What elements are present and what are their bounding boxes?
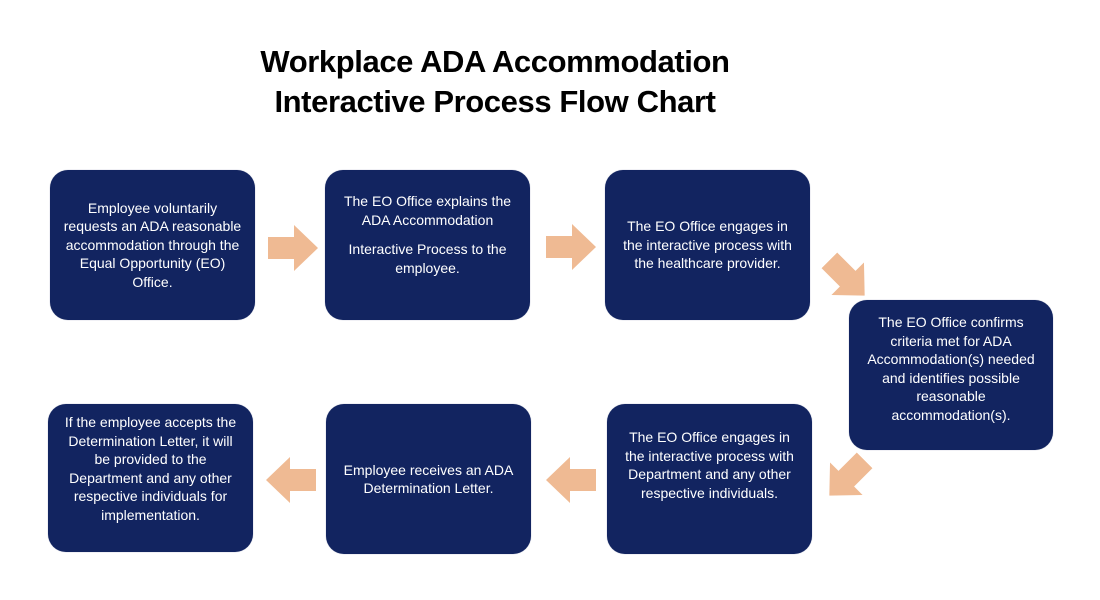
- flow-step-7-text: If the employee accepts the Determinatio…: [64, 414, 237, 523]
- flow-step-4-text: The EO Office confirms criteria met for …: [867, 314, 1035, 423]
- flow-step-7-box: If the employee accepts the Determinatio…: [48, 404, 253, 552]
- flow-step-5-text: The EO Office engages in the interactive…: [625, 429, 794, 501]
- arrow-left-step5-to-step6-icon: [546, 457, 596, 503]
- flow-step-2-box: The EO Office explains the ADA Accommoda…: [325, 170, 530, 320]
- flow-step-3-box: The EO Office engages in the interactive…: [605, 170, 810, 320]
- arrow-right-step2-to-step3-icon: [546, 224, 596, 270]
- arrow-left-step6-to-step7-icon: [266, 457, 316, 503]
- arrow-right-step1-to-step2-icon: [268, 225, 318, 271]
- page-title-line-1: Workplace ADA Accommodation: [260, 44, 730, 79]
- arrow-down-left-step4-to-step5-icon: [813, 444, 881, 512]
- flow-step-6-box: Employee receives an ADA Determination L…: [326, 404, 531, 554]
- page-title: Workplace ADA Accommodation Interactive …: [95, 42, 895, 122]
- page-title-line-2: Interactive Process Flow Chart: [274, 84, 716, 119]
- flow-step-2-text-paragraph-1: The EO Office explains the ADA Accommoda…: [343, 193, 512, 228]
- flow-step-1-text: Employee voluntarily requests an ADA rea…: [63, 199, 242, 290]
- flow-step-6-text: Employee receives an ADA Determination L…: [343, 461, 514, 497]
- flow-step-2-text-paragraph-2: Interactive Process to the employee.: [348, 241, 507, 276]
- flow-step-5-box: The EO Office engages in the interactive…: [607, 404, 812, 554]
- flow-step-3-text: The EO Office engages in the interactive…: [623, 218, 792, 272]
- flow-step-1-box: Employee voluntarily requests an ADA rea…: [50, 170, 255, 320]
- flow-step-4-box: The EO Office confirms criteria met for …: [849, 300, 1053, 450]
